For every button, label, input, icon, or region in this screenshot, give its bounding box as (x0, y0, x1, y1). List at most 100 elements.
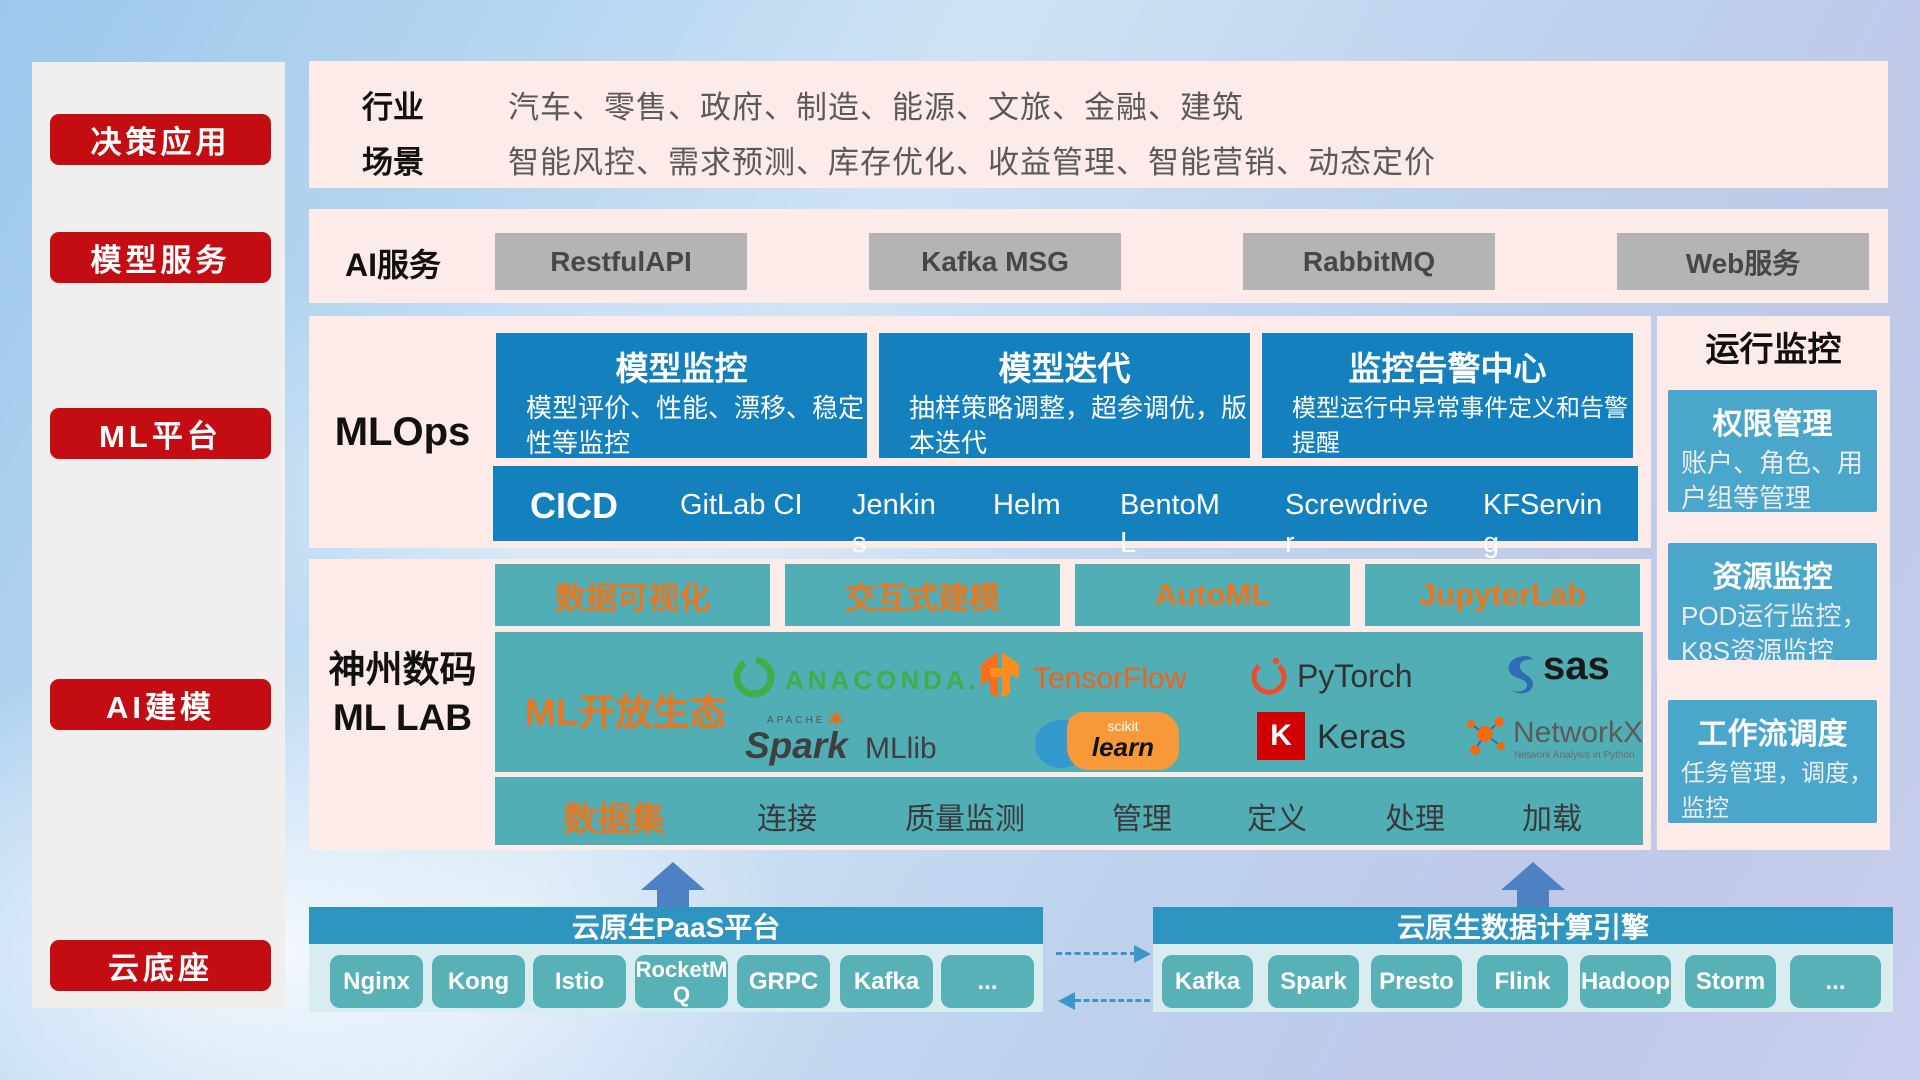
ai-service-label: AI服务 (345, 247, 442, 283)
dataset-item-load: 加载 (1522, 803, 1582, 836)
cicd-tool-jenkins: Jenkins (852, 489, 936, 559)
dataset-item-manage: 管理 (1112, 803, 1172, 836)
model-iteration-title: 模型迭代 (998, 350, 1131, 387)
dashed-arrow-left-head (1058, 992, 1075, 1010)
cicd-bar (493, 466, 1638, 541)
up-arrow-left (641, 862, 705, 907)
mlops-label: MLOps (334, 410, 471, 454)
sidebar-item-ai-modeling: AI建模 (50, 679, 271, 730)
learn-text: learn (1091, 732, 1155, 762)
mllab-label-line1: 神州数码 (328, 649, 477, 690)
mllab-label-line2: ML LAB (332, 697, 473, 738)
scene-label: 场景 (362, 145, 424, 180)
tech-kong: Kong (432, 955, 525, 1008)
tech-more-right: ... (1790, 955, 1881, 1008)
dataset-item-quality: 质量监测 (905, 803, 1025, 836)
tech-kafka-right: Kafka (1162, 955, 1253, 1008)
networkx-logo-text: NetworkX (1513, 716, 1644, 749)
dataset-item-process: 处理 (1385, 803, 1445, 836)
anaconda-icon (733, 656, 775, 698)
model-iteration-box: 模型迭代 抽样策略调整，超参调优，版本迭代 (879, 333, 1250, 458)
model-monitor-title: 模型监控 (615, 350, 748, 387)
cicd-tool-kfserving: KFServing (1483, 489, 1603, 559)
tech-istio: Istio (533, 955, 626, 1008)
cicd-tool-screwdriver: Screwdriver (1285, 489, 1429, 559)
model-iteration-desc: 抽样策略调整，超参调优，版本迭代 (909, 393, 1248, 458)
tech-storm: Storm (1685, 955, 1776, 1008)
industry-row (309, 61, 1888, 188)
spark-star-icon: ✶ (825, 704, 847, 734)
cicd-tool-bentoml: BentoML (1120, 489, 1220, 559)
tech-grpc: GRPC (737, 955, 830, 1008)
model-monitor-box: 模型监控 模型评价、性能、漂移、稳定性等监控 (496, 333, 867, 458)
tensorflow-logo-text: TensorFlow (1033, 662, 1187, 695)
sas-logo-text: sas (1543, 644, 1610, 688)
mllab-label: 神州数码 ML LAB (309, 646, 496, 742)
tech-flink: Flink (1477, 955, 1568, 1008)
sidebar (32, 62, 285, 1008)
service-web: Web服务 (1617, 233, 1869, 290)
cicd-tool-helm: Helm (993, 489, 1061, 521)
model-monitor-desc: 模型评价、性能、漂移、稳定性等监控 (526, 393, 865, 458)
paas-strip: Nginx Kong Istio RocketMQ GRPC Kafka ... (309, 944, 1043, 1012)
dataset-bar: 数据集 连接 质量监测 管理 定义 处理 加载 (495, 777, 1643, 845)
pytorch-logo-text: PyTorch (1297, 658, 1413, 694)
alert-center-title: 监控告警中心 (1348, 350, 1547, 387)
permission-box: 权限管理 账户、角色、用户组等管理 (1668, 390, 1877, 513)
workflow-title: 工作流调度 (1697, 718, 1848, 751)
cicd-tool-gitlab: GitLab CI (680, 489, 803, 521)
scene-list: 智能风控、需求预测、库存优化、收益管理、智能营销、动态定价 (508, 145, 1436, 180)
resource-monitor-box: 资源监控 POD运行监控，K8S资源监控 (1668, 543, 1877, 666)
resource-monitor-desc: POD运行监控，K8S资源监控 (1681, 601, 1868, 666)
monitor-title: 运行监控 (1705, 331, 1842, 369)
tech-kafka-left: Kafka (840, 955, 933, 1008)
header-automl: AutoML (1075, 564, 1350, 626)
tech-hadoop: Hadoop (1580, 955, 1671, 1008)
keras-logo-text: Keras (1317, 718, 1406, 756)
dashed-arrow-right-line (1056, 952, 1136, 955)
tech-nginx: Nginx (330, 955, 423, 1008)
up-arrow-right (1501, 862, 1565, 907)
dashed-arrow-left-line (1075, 999, 1150, 1002)
alert-center-box: 监控告警中心 模型运行中异常事件定义和告警提醒 (1262, 333, 1633, 458)
ml-ecosystem-label: ML开放生态 (525, 692, 727, 733)
dataset-label: 数据集 (563, 801, 665, 839)
header-interactive-modeling: 交互式建模 (785, 564, 1060, 626)
tensorflow-icon (981, 652, 1019, 698)
mllib-logo-text: MLlib (865, 732, 937, 765)
header-jupyterlab: JupyterLab (1365, 564, 1640, 626)
sidebar-item-ml-platform: ML平台 (50, 408, 271, 459)
networkx-subtitle: Network Analysis in Python (1514, 750, 1635, 761)
pytorch-icon (1251, 657, 1287, 695)
service-rabbitmq: RabbitMQ (1243, 233, 1495, 290)
networkx-icon (1467, 717, 1505, 755)
dashed-arrow-right-head (1134, 945, 1151, 963)
resource-monitor-title: 资源监控 (1712, 561, 1833, 594)
spark-logo-text: Spark (745, 725, 848, 766)
workflow-box: 工作流调度 任务管理，调度，监控 (1668, 700, 1877, 823)
permission-title: 权限管理 (1712, 408, 1833, 441)
industry-list: 汽车、零售、政府、制造、能源、文旅、金融、建筑 (508, 90, 1244, 125)
anaconda-logo-text: ANACONDA. (785, 665, 980, 695)
cicd-label: CICD (530, 485, 618, 526)
permission-desc: 账户、角色、用户组等管理 (1681, 448, 1864, 513)
scikit-learn-badge: scikit learn (1067, 712, 1179, 770)
service-restfulapi: RestfulAPI (495, 233, 747, 290)
spark-apache-text: APACHE (767, 715, 826, 726)
tech-more-left: ... (941, 955, 1034, 1008)
tech-presto: Presto (1371, 955, 1462, 1008)
industry-label: 行业 (362, 90, 424, 125)
tech-rocketmq: RocketMQ (635, 955, 728, 1008)
data-engine-bar: 云原生数据计算引擎 (1153, 907, 1893, 944)
alert-center-desc: 模型运行中异常事件定义和告警提醒 (1292, 395, 1628, 457)
workflow-desc: 任务管理，调度，监控 (1681, 760, 1873, 822)
sas-icon (1508, 656, 1534, 694)
data-engine-strip: Kafka Spark Presto Flink Hadoop Storm ..… (1153, 944, 1893, 1012)
paas-bar: 云原生PaaS平台 (309, 907, 1043, 944)
sidebar-item-model-service: 模型服务 (50, 232, 271, 283)
keras-icon: K (1257, 712, 1305, 760)
dataset-item-connect: 连接 (757, 803, 817, 836)
header-data-viz: 数据可视化 (495, 564, 770, 626)
sidebar-item-decision-app: 决策应用 (50, 114, 271, 165)
